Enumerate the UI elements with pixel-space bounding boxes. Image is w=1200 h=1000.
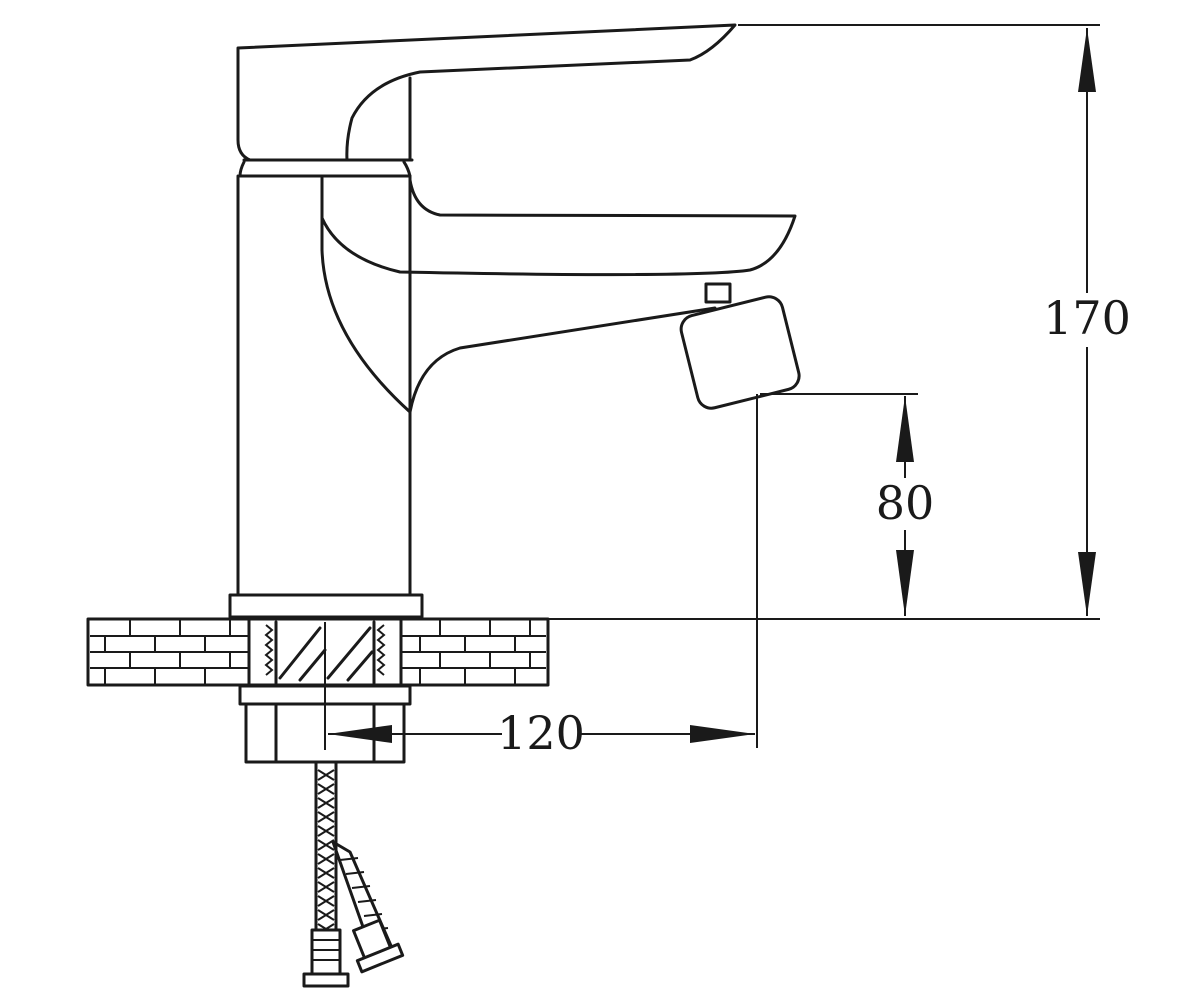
- dimension-reach: 120: [328, 394, 758, 760]
- supply-hose-right: [331, 840, 405, 974]
- mounting-stud: [247, 617, 403, 750]
- dimension-total-height: 170: [548, 24, 1131, 620]
- spout: [320, 178, 797, 414]
- faucet-body: [236, 174, 412, 597]
- aerator: [679, 282, 801, 410]
- dimension-label-80: 80: [876, 476, 935, 530]
- base-plate: [228, 593, 424, 619]
- dimension-label-170: 170: [1043, 291, 1131, 345]
- dimension-outlet-height: 80: [760, 393, 936, 616]
- lever-handle: [236, 23, 737, 162]
- supply-hose-left: [302, 760, 350, 988]
- dimension-label-120: 120: [497, 706, 585, 760]
- cartridge-collar: [238, 160, 412, 178]
